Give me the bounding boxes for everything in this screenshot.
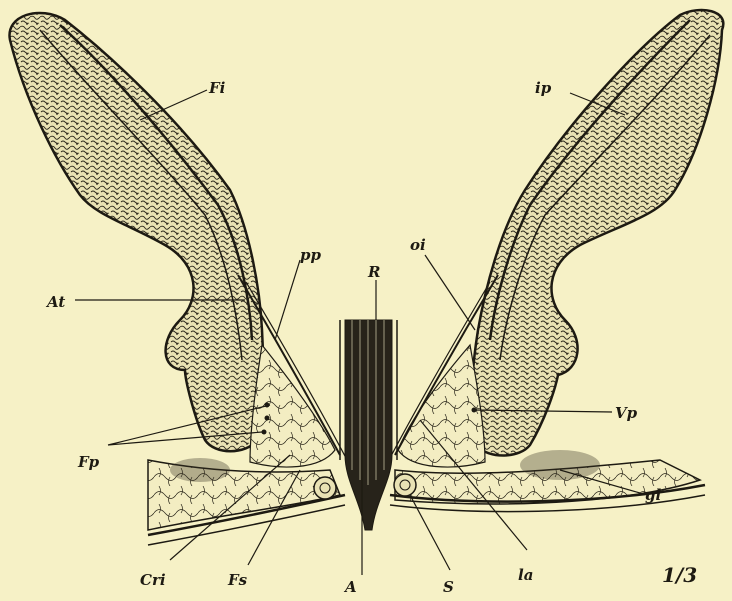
- label-pp: pp: [300, 246, 321, 264]
- label-at: At: [45, 293, 65, 311]
- label-fi: Fi: [208, 79, 226, 97]
- right-hip-bone: [472, 10, 724, 456]
- label-ip: ip: [535, 79, 552, 97]
- label-r: R: [367, 263, 380, 281]
- scale-fraction: 1/3: [662, 563, 697, 587]
- label-fs: Fs: [227, 571, 248, 589]
- perineal-surface: [148, 460, 705, 545]
- label-la: la: [518, 566, 533, 584]
- label-cri: Cri: [140, 571, 166, 589]
- label-fp: Fp: [77, 453, 100, 471]
- label-vp: Vp: [615, 404, 638, 422]
- rectum: [340, 320, 397, 530]
- label-a: A: [343, 578, 357, 596]
- label-oi: oi: [410, 236, 426, 254]
- label-gl: gl: [645, 486, 661, 504]
- label-s: S: [443, 578, 454, 596]
